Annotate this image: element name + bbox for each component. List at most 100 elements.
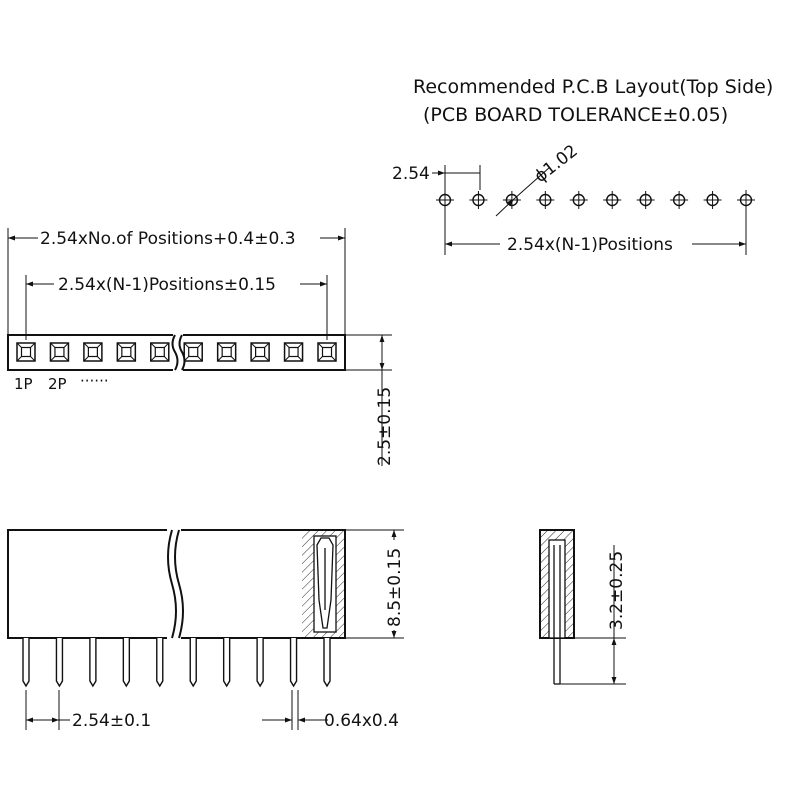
front-view: 8.5±0.15 2.54±0.1 0.64x0.4	[7, 522, 405, 731]
hole-leader-line	[513, 166, 551, 200]
width-label: 2.5±0.15	[375, 387, 395, 466]
front-break-line-2	[174, 529, 184, 639]
top-break-line-1	[171, 334, 179, 371]
top-pin-outer	[16, 342, 36, 362]
overall-length-label: 2.54xNo.of Positions+0.4±0.3	[40, 229, 296, 249]
top-pin-outer	[283, 342, 304, 362]
top-pin-chamfer	[30, 356, 36, 362]
top-pin-outer	[183, 342, 203, 362]
top-pin-chamfer	[116, 356, 123, 362]
pcb-holes	[436, 191, 755, 209]
pcb-hole	[536, 191, 555, 209]
front-pins	[22, 638, 331, 688]
pcb-hole	[603, 191, 622, 209]
pin2-label: 2P	[48, 375, 67, 393]
top-pin-chamfer	[16, 356, 22, 362]
front-pin	[156, 638, 164, 688]
hole-diameter-label: ϕ1.02	[531, 141, 582, 187]
top-pin-chamfer	[97, 342, 103, 348]
top-pin-chamfer	[150, 356, 156, 362]
top-pin-square	[16, 342, 36, 362]
top-pin-square	[283, 342, 304, 362]
pcb-pitch-label: 2.54	[392, 164, 430, 184]
front-pitch-label: 2.54±0.1	[72, 711, 151, 731]
top-break-gap	[173, 330, 183, 375]
top-pin-outer	[49, 342, 70, 362]
top-pin-chamfer	[331, 356, 337, 362]
front-break-gap	[167, 522, 181, 646]
top-pin-chamfer	[197, 342, 203, 348]
top-pin-inner	[288, 346, 299, 358]
top-pin-outer	[216, 342, 237, 362]
top-pin-chamfer	[264, 342, 270, 348]
top-pin-inner	[54, 346, 65, 358]
top-pin-chamfer	[163, 356, 170, 362]
top-pin-inner	[188, 346, 199, 358]
top-pin-chamfer	[317, 356, 323, 362]
top-pin-inner	[154, 346, 165, 358]
front-pin	[122, 638, 131, 688]
top-pin-chamfer	[116, 342, 123, 348]
top-pin-chamfer	[16, 342, 22, 348]
top-pin-chamfer	[250, 342, 256, 348]
pcb-tolerance-note: (PCB BOARD TOLERANCE±0.05)	[423, 104, 728, 126]
side-cavity	[548, 539, 566, 639]
front-pin	[222, 638, 231, 688]
hole-leader-arrow	[495, 198, 515, 217]
top-pin-square	[250, 342, 270, 362]
tail-length-label: 3.2±0.25	[607, 551, 627, 630]
top-pin-square	[49, 342, 70, 362]
overall-label-bg	[38, 226, 320, 248]
top-break-line-2	[178, 334, 186, 371]
height-label-bg	[384, 540, 404, 630]
top-pin-chamfer	[130, 342, 136, 348]
top-pin-chamfer	[63, 342, 69, 348]
top-view: 2.54xNo.of Positions+0.4±0.3 2.54x(N-1)P…	[7, 226, 395, 466]
pin1-label: 1P	[14, 375, 33, 393]
top-pin-chamfer	[183, 356, 190, 362]
pin-span-label-bg	[54, 272, 300, 294]
top-pin-inner	[255, 346, 266, 358]
pcb-hole	[569, 191, 588, 209]
top-pin-chamfer	[264, 356, 270, 362]
span-label-bg	[500, 232, 692, 254]
front-pin	[289, 638, 298, 688]
top-pin-chamfer	[217, 356, 223, 362]
top-pin-chamfer	[30, 342, 36, 348]
top-pin-chamfer	[183, 342, 190, 348]
top-pin-chamfer	[63, 356, 69, 362]
front-pin	[55, 638, 64, 688]
top-pin-chamfer	[130, 356, 136, 362]
top-pin-squares	[16, 342, 337, 362]
pcb-hole	[703, 191, 722, 209]
top-pin-chamfer	[297, 342, 303, 348]
top-pin-chamfer	[197, 356, 203, 362]
top-pin-outer	[83, 342, 103, 362]
top-pin-square	[183, 342, 203, 362]
front-pin	[89, 638, 97, 688]
pcb-layout-title: Recommended P.C.B Layout(Top Side)	[413, 76, 773, 98]
front-pin	[189, 638, 197, 688]
top-pin-square	[116, 342, 137, 362]
pin-size-label: 0.64x0.4	[324, 711, 399, 731]
top-pin-chamfer	[217, 342, 223, 348]
top-pin-outer	[116, 342, 137, 362]
top-pin-inner	[221, 346, 232, 358]
pcb-hole	[436, 191, 454, 209]
top-pin-square	[216, 342, 237, 362]
top-pin-chamfer	[150, 342, 156, 348]
top-pin-square	[150, 342, 170, 362]
top-pin-inner	[87, 346, 98, 358]
front-contact-spring	[316, 537, 334, 629]
top-pin-chamfer	[250, 356, 256, 362]
top-pin-chamfer	[50, 342, 56, 348]
pcb-hole	[636, 191, 655, 209]
pin-span-label: 2.54x(N-1)Positions±0.15	[58, 275, 276, 295]
pcb-span-label: 2.54x(N-1)Positions	[507, 235, 673, 255]
top-pin-outer	[150, 342, 170, 362]
top-pin-chamfer	[83, 356, 89, 362]
top-pin-chamfer	[284, 356, 290, 362]
pcb-hole	[502, 191, 521, 209]
top-pin-square	[317, 342, 337, 362]
pcb-hole	[670, 191, 689, 209]
